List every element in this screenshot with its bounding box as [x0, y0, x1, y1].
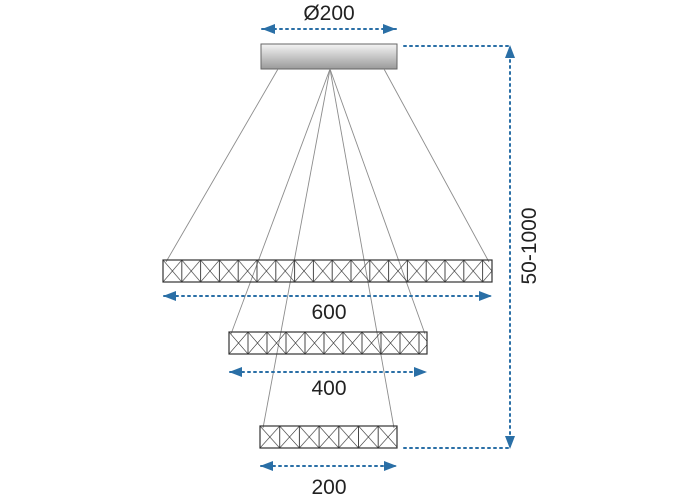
medium-ring-dimension: 400	[229, 367, 427, 400]
canopy-diameter-label: Ø200	[303, 2, 354, 25]
medium-ring-width-label: 400	[311, 377, 346, 400]
small-ring-width-label: 200	[311, 476, 346, 499]
large-ring-width-label: 600	[311, 301, 346, 324]
ceiling-canopy	[260, 43, 398, 70]
canopy-dimension: Ø200	[261, 2, 397, 34]
medium-crystal-ring	[228, 331, 428, 355]
height-range-label: 50-1000	[518, 207, 541, 284]
small-ring-dimension: 200	[260, 461, 397, 499]
small-crystal-ring	[259, 425, 398, 449]
large-crystal-ring	[162, 259, 493, 283]
height-dimension: 50-1000	[403, 45, 541, 449]
suspension-wires	[165, 68, 490, 429]
large-ring-dimension: 600	[163, 291, 492, 324]
